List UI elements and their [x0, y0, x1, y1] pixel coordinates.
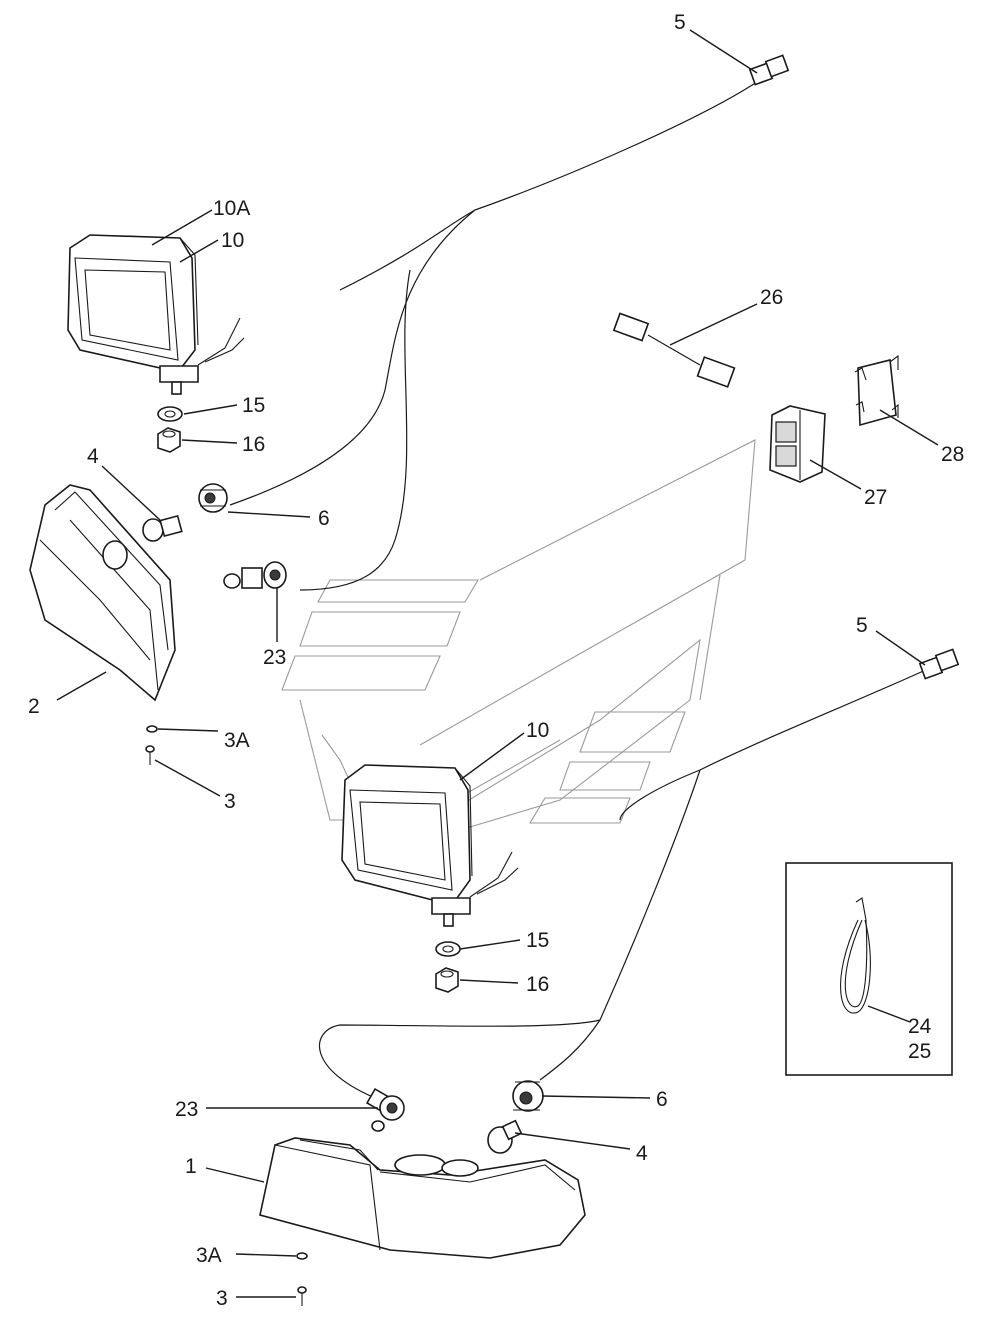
callout-24: 24: [908, 1015, 932, 1038]
callout-15-mid: 15: [526, 929, 549, 952]
socket-6-bottom: [512, 1080, 544, 1112]
work-lamp-10-mid: [341, 764, 519, 927]
bulb-4-bottom: [487, 1119, 523, 1154]
callout-3A-bottom: 3A: [196, 1244, 222, 1267]
callout-3-top: 3: [224, 790, 236, 813]
callout-5-top: 5: [674, 11, 686, 34]
wire-harness-lines: [229, 79, 931, 1101]
callout-16-mid: 16: [526, 973, 549, 996]
callout-15-top: 15: [242, 394, 265, 417]
switch-27: [769, 405, 826, 483]
callout-4-top: 4: [87, 445, 99, 468]
tail-lamp-1: [259, 1137, 586, 1259]
washer-3A-top: [146, 725, 158, 733]
socket-6-top: [198, 483, 228, 513]
bracket-28: [854, 354, 899, 427]
callout-1: 1: [185, 1155, 197, 1178]
nut-16-mid: [435, 967, 459, 993]
callout-4-bottom: 4: [636, 1142, 648, 1165]
callout-6-bottom: 6: [656, 1088, 668, 1111]
socket-23-bottom: [365, 1087, 405, 1132]
cable-tie-box: [785, 862, 953, 1076]
callout-16-top: 16: [242, 433, 265, 456]
screw-3-top: [145, 745, 155, 765]
callout-27: 27: [864, 486, 887, 509]
bulb-4-top: [142, 514, 183, 542]
callout-labels: 5 10A 10 15 16 4 6 23 2 3A 3 26 27 28 5 …: [28, 11, 964, 1310]
callout-23-top: 23: [263, 646, 286, 669]
connector-5-mid: [918, 648, 960, 680]
callout-6-top: 6: [318, 507, 330, 530]
callout-10-top: 10: [221, 229, 244, 252]
callout-3-bottom: 3: [216, 1287, 228, 1310]
connector-5-top: [748, 54, 790, 86]
callout-5-mid: 5: [856, 614, 868, 637]
screw-3-bottom: [297, 1286, 307, 1306]
callout-26: 26: [760, 286, 783, 309]
washer-15-top: [157, 406, 183, 422]
plug-26: [612, 312, 736, 388]
work-lamp-10-top: [67, 234, 245, 395]
callout-10-mid: 10: [526, 719, 549, 742]
callout-2: 2: [28, 695, 40, 718]
leader-lines: [56, 29, 939, 1298]
callout-3A-top: 3A: [224, 729, 250, 752]
callout-23-bottom: 23: [175, 1098, 198, 1121]
background-watermark: [281, 439, 756, 831]
washer-3A-bottom: [296, 1252, 308, 1260]
side-lamp-2: [29, 484, 176, 702]
socket-23-top: [223, 561, 287, 589]
callout-10A: 10A: [213, 197, 250, 220]
nut-16-top: [157, 427, 181, 453]
callout-28: 28: [941, 443, 964, 466]
washer-15-mid: [435, 941, 461, 957]
callout-25: 25: [908, 1040, 931, 1063]
